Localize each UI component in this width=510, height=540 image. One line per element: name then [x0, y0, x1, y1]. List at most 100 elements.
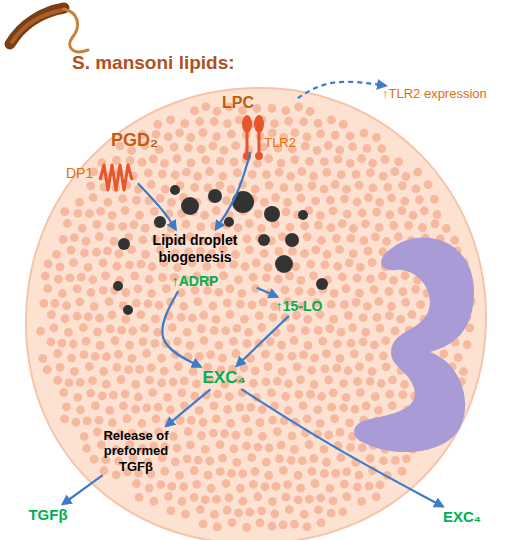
granule	[379, 456, 388, 465]
granule	[320, 469, 329, 478]
label-node: LPCTLR2	[222, 94, 296, 150]
granule	[138, 236, 147, 245]
granule	[194, 297, 203, 306]
granule	[95, 232, 104, 241]
granule	[131, 405, 140, 414]
granule	[279, 466, 288, 475]
granule	[82, 237, 91, 246]
granule	[286, 172, 295, 181]
granule	[283, 198, 292, 207]
granule	[82, 444, 91, 453]
figure-title: S. mansoni lipids:	[72, 52, 235, 74]
granule	[164, 132, 173, 141]
granule	[171, 171, 180, 180]
granule	[316, 211, 325, 220]
granule	[306, 107, 315, 116]
granule	[416, 300, 425, 309]
granule	[382, 237, 391, 246]
granule	[114, 350, 123, 359]
label-node: Lipid droplet biogenesis↑ADRP	[135, 232, 255, 290]
granule	[227, 130, 236, 139]
granule	[322, 168, 331, 177]
granule	[266, 337, 275, 346]
granule	[253, 492, 262, 501]
granule	[103, 246, 112, 255]
granule	[145, 196, 154, 205]
granule	[86, 389, 95, 398]
granule	[178, 497, 187, 506]
granule	[345, 259, 354, 268]
granule	[147, 180, 156, 189]
granule	[290, 445, 299, 454]
granule	[223, 298, 232, 307]
granule	[135, 493, 144, 502]
granule	[223, 119, 232, 128]
granule	[294, 102, 303, 111]
granule	[374, 406, 383, 415]
granule	[173, 444, 182, 453]
granule	[290, 155, 299, 164]
granule	[188, 314, 197, 323]
granule	[49, 324, 58, 333]
granule	[209, 429, 218, 438]
granule	[329, 388, 338, 397]
granule	[248, 301, 257, 310]
granule	[365, 482, 374, 491]
label-node: TGFβ	[20, 506, 76, 524]
granule	[205, 457, 214, 466]
granule	[209, 401, 218, 410]
granule	[121, 315, 130, 324]
granule	[351, 405, 360, 414]
granule	[311, 479, 320, 488]
granule	[70, 367, 79, 376]
granule	[353, 198, 362, 207]
granule	[412, 185, 421, 194]
granule	[366, 454, 375, 463]
granule	[190, 106, 199, 115]
granule	[366, 275, 375, 284]
granule	[333, 340, 342, 349]
granule	[336, 453, 345, 462]
granule	[82, 337, 91, 346]
granule	[390, 167, 399, 176]
granule	[175, 128, 184, 137]
granule	[319, 445, 328, 454]
granule	[201, 445, 210, 454]
granule	[85, 362, 94, 371]
receptor-head	[254, 115, 264, 133]
granule	[177, 389, 186, 398]
granule	[199, 128, 208, 137]
granule	[222, 479, 231, 488]
label-node: ↑15-LO	[268, 298, 330, 315]
granule	[282, 493, 291, 502]
granule	[39, 299, 48, 308]
receptor-stem	[258, 132, 261, 154]
tlr2-receptor-symbol	[242, 115, 264, 160]
granule	[262, 377, 271, 386]
dp1-receptor-symbol	[100, 165, 132, 190]
granule	[239, 497, 248, 506]
granule	[358, 208, 367, 217]
granule	[284, 379, 293, 388]
granule	[108, 311, 117, 320]
granule	[307, 288, 316, 297]
granule	[225, 392, 234, 401]
granule	[138, 158, 147, 167]
granule	[281, 285, 290, 294]
granule	[63, 219, 72, 228]
granule	[218, 354, 227, 363]
granule	[272, 482, 281, 491]
granule	[323, 250, 332, 259]
granule	[147, 363, 156, 372]
granule	[266, 289, 275, 298]
granule	[167, 482, 176, 491]
lipid-droplet	[285, 233, 299, 247]
granule	[383, 183, 392, 192]
lipid-droplet	[113, 281, 123, 291]
granule	[378, 272, 387, 281]
granule	[60, 207, 69, 216]
granule	[324, 375, 333, 384]
label-node: Release of preformed TGFβ	[88, 428, 184, 474]
granule	[134, 185, 143, 194]
